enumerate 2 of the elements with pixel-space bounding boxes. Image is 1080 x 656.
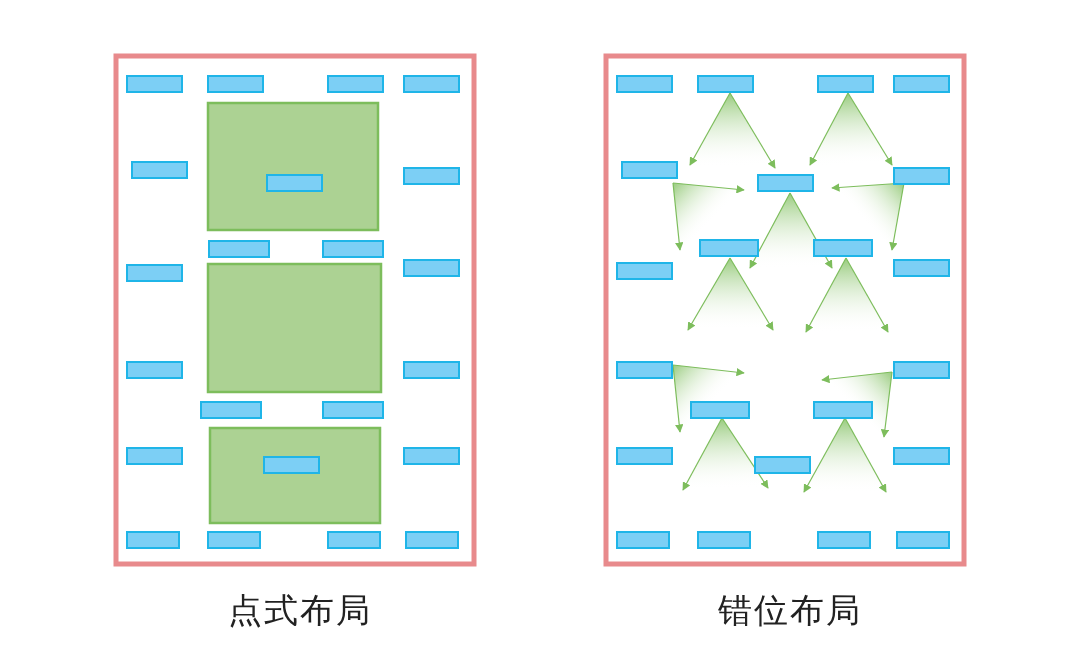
panel-caption: 点式布局 — [227, 589, 373, 632]
panel-caption: 错位布局 — [717, 589, 863, 632]
